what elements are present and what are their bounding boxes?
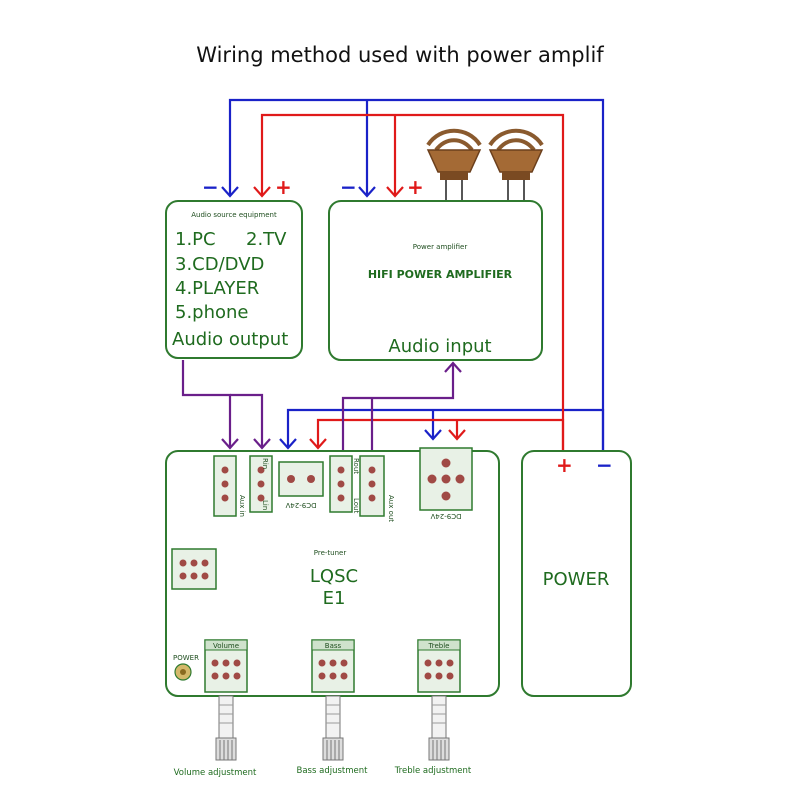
treble-adjustment-caption: Treble adjustment xyxy=(394,766,472,776)
minus-label: − xyxy=(202,175,219,199)
minus-label: − xyxy=(340,175,357,199)
arrow-head xyxy=(386,186,404,198)
volume-pot-module: Volume xyxy=(204,639,248,693)
audio-input-label: Audio input xyxy=(388,336,491,357)
dc-input-1-connector: DC9-24V xyxy=(278,461,324,509)
arrow-head xyxy=(221,186,239,198)
power-led: POWER xyxy=(173,654,199,681)
power-supply-label: POWER xyxy=(543,569,610,590)
source-item-tv: 2.TV xyxy=(246,229,287,250)
source-item-phone: 5.phone xyxy=(175,302,249,323)
power-amp-name: HIFI POWER AMPLIFIER xyxy=(368,268,513,281)
rout-label: Rout xyxy=(352,458,360,474)
source-item-player: 4.PLAYER xyxy=(175,278,259,299)
preamp-model-line1: LQSC xyxy=(310,566,358,587)
signal-wire-source-right xyxy=(230,393,264,447)
polarity-labels: − + − + xyxy=(202,175,424,199)
volume-adjustment-caption: Volume adjustment xyxy=(174,768,257,778)
dc-input-2-connector: DC9-24V xyxy=(419,447,473,520)
pin-header xyxy=(171,548,217,590)
lin-label: Lin xyxy=(261,500,269,510)
negative-wire-preamp-dc1 xyxy=(286,408,605,455)
power-amplifier-box: Power amplifier HIFI POWER AMPLIFIER Aud… xyxy=(328,200,543,361)
treble-pot-module: Treble xyxy=(417,639,461,693)
audio-source-heading: Audio source equipment xyxy=(191,211,277,219)
power-supply-box: + − POWER xyxy=(521,450,632,697)
preamp-board: Aux in Rin Lin DC9-24V Rout Lout xyxy=(165,447,500,697)
source-item-pc: 1.PC xyxy=(175,229,216,250)
aux-in-label: Aux in xyxy=(238,495,246,517)
positive-wire-source xyxy=(260,113,565,455)
preamp-subtitle: Pre-tuner xyxy=(314,549,347,557)
arrow-head xyxy=(253,438,271,450)
speaker-left-icon xyxy=(426,128,482,202)
bass-pot-label: Bass xyxy=(325,642,342,650)
treble-pot-label: Treble xyxy=(428,642,450,650)
signal-wires xyxy=(181,360,462,453)
dc-input-2-label: DC9-24V xyxy=(430,512,461,520)
source-item-cd-dvd: 3.CD/DVD xyxy=(175,254,264,275)
aux-in-connector: Aux in xyxy=(213,455,246,517)
power-led-label: POWER xyxy=(173,654,199,662)
diagram-title: Wiring method used with power amplif xyxy=(196,43,604,67)
volume-pot-label: Volume xyxy=(213,642,239,650)
audio-output-label: Audio output xyxy=(172,329,288,350)
signal-wire-source-left xyxy=(181,360,232,447)
arrow-head xyxy=(448,429,466,441)
arrow-head xyxy=(424,429,442,441)
plus-label: + xyxy=(407,175,424,199)
preamp-model-line2: E1 xyxy=(323,588,346,609)
power-minus-label: − xyxy=(596,453,613,477)
arrow-head xyxy=(279,438,297,450)
aux-out-connector: Aux out xyxy=(359,455,395,522)
rin-lin-connector: Rin Lin xyxy=(249,455,273,513)
speaker-right-icon xyxy=(488,128,544,202)
power-plus-label: + xyxy=(556,453,573,477)
positive-wires xyxy=(253,113,565,455)
treble-shaft xyxy=(428,695,450,761)
dc-input-1-label: DC9-24V xyxy=(285,501,316,509)
arrow-head xyxy=(358,186,376,198)
rout-lout-connector: Rout Lout xyxy=(329,455,360,513)
signal-wire-preamp-out-left xyxy=(341,364,455,453)
arrow-head xyxy=(253,186,271,198)
positive-wire-preamp-dc1 xyxy=(316,418,565,455)
bass-shaft xyxy=(322,695,344,761)
aux-out-label: Aux out xyxy=(387,495,395,522)
bass-pot-module: Bass xyxy=(311,639,355,693)
arrow-head xyxy=(221,438,239,450)
arrow-head xyxy=(444,361,462,373)
rin-label: Rin xyxy=(261,458,269,469)
power-amp-heading: Power amplifier xyxy=(413,243,468,251)
audio-source-box: Audio source equipment 1.PC 2.TV 3.CD/DV… xyxy=(165,200,303,359)
volume-shaft xyxy=(215,695,237,761)
lout-label: Lout xyxy=(352,498,360,513)
arrow-head xyxy=(309,438,327,450)
bass-adjustment-caption: Bass adjustment xyxy=(297,766,369,776)
plus-label: + xyxy=(275,175,292,199)
negative-wire-source xyxy=(228,98,605,455)
